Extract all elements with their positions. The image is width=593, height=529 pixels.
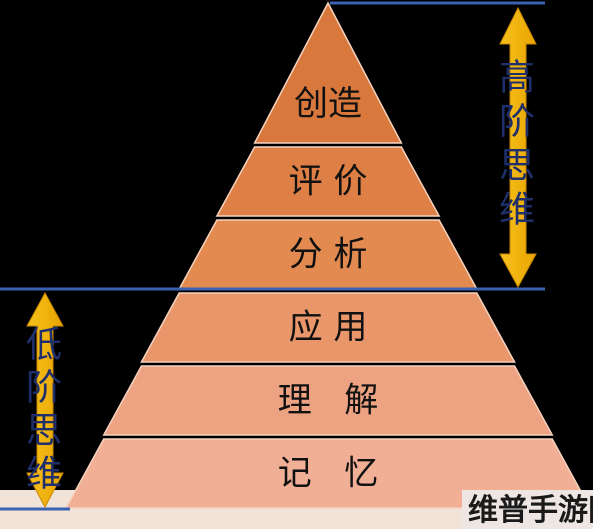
pyramid-level-2: [215, 146, 441, 217]
watermark: 维普手游网: [462, 490, 593, 529]
higher-order-arrow: [499, 6, 537, 289]
pyramid-level-1: [253, 1, 403, 144]
pyramid-level-label: 评 价: [289, 162, 368, 202]
pyramid-level-label: 理 解: [278, 381, 378, 421]
side-label-char: 高: [499, 58, 535, 99]
watermark-background: [462, 490, 593, 529]
side-label-char: 维: [499, 190, 535, 231]
watermark-text: 维普手游网: [468, 493, 593, 528]
pyramid-level-label: 应 用: [289, 308, 368, 348]
pyramid-layers: 创造评 价分 析应 用理 解记 忆: [64, 1, 592, 509]
side-label-char: 阶: [499, 102, 535, 143]
side-label-char: 维: [26, 454, 62, 495]
side-label-char: 低: [26, 325, 62, 366]
pyramid-level-label: 创造: [294, 84, 362, 124]
pyramid-level-label: 记 忆: [278, 454, 378, 494]
side-label-char: 阶: [26, 368, 62, 409]
lower-order-arrow: [26, 291, 64, 509]
pyramid-level-4: [140, 292, 516, 363]
pyramid-level-label: 分 析: [289, 235, 368, 275]
double-arrow-icon: [499, 6, 537, 289]
pyramid-level-5: [102, 365, 554, 436]
double-arrow-icon: [26, 291, 64, 509]
side-label-char: 思: [499, 146, 535, 187]
side-label-char: 思: [26, 411, 62, 452]
